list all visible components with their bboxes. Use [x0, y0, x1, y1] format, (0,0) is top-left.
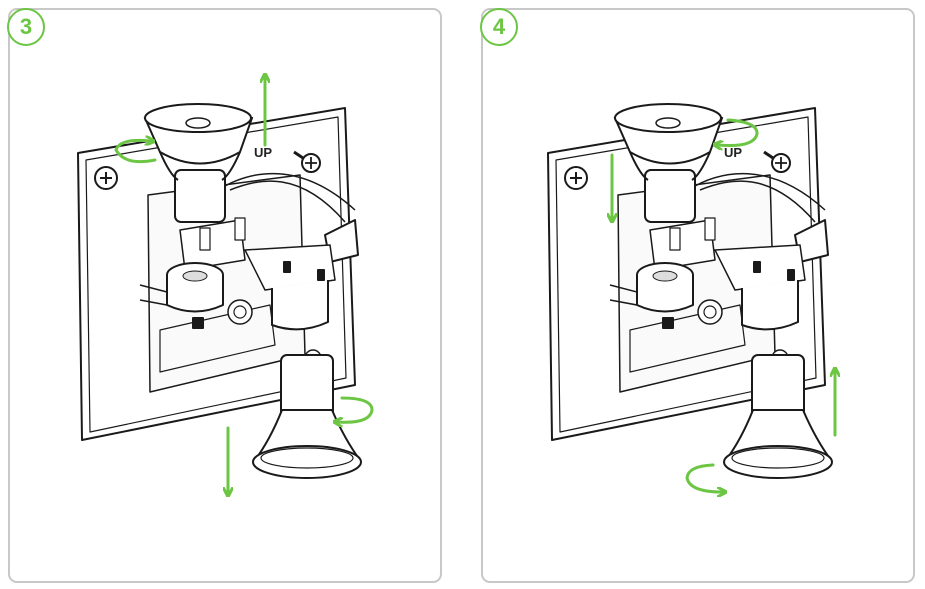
rotate-icon: [718, 118, 759, 146]
rotate-icon: [114, 140, 157, 164]
gu10-bulb-icon: [613, 103, 724, 223]
rotate-icon: [685, 463, 722, 492]
gu10-bulb-icon: [723, 354, 833, 479]
screw-icon: [763, 150, 791, 173]
step-number-badge: 4: [480, 8, 518, 46]
screw-icon: [293, 150, 321, 173]
screw-icon: [94, 166, 118, 190]
step-4-arrows: [612, 118, 835, 492]
rotate-icon: [338, 396, 374, 422]
step-number-badge: 3: [7, 8, 45, 46]
screw-icon: [564, 166, 588, 190]
up-label: UP: [724, 145, 742, 160]
step-3-arrows: [114, 78, 374, 492]
gu10-bulb-icon: [143, 103, 254, 223]
step-4-fixture: [547, 107, 829, 441]
up-label: UP: [254, 145, 272, 160]
